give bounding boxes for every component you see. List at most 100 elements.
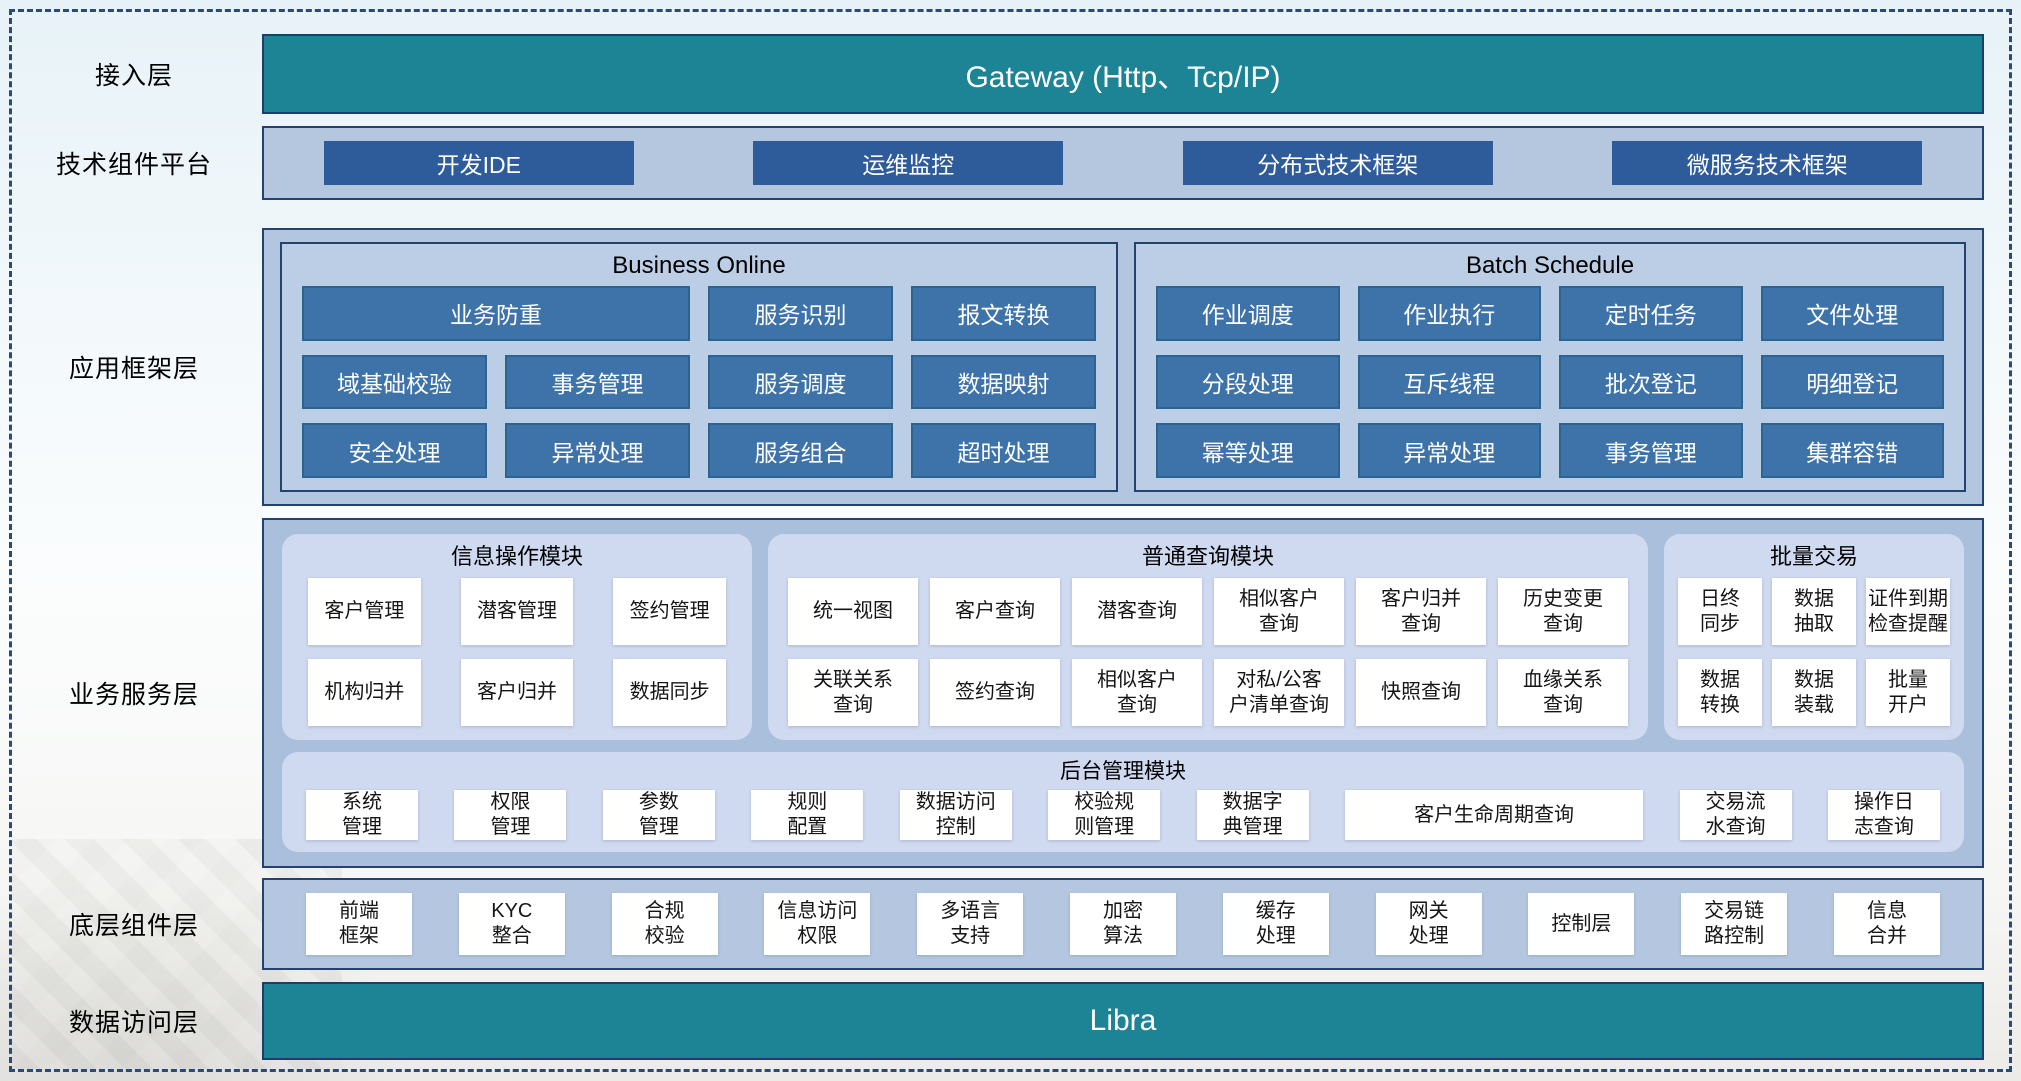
batch-module-grid: 日终 同步 数据 抽取 证件到期 检查提醒 数据 转换 数据 装载 批量 开户 [1678, 578, 1950, 726]
app-framework-band: Business Online 业务防重 服务识别 报文转换 域基础校验 事务管… [262, 228, 1984, 506]
tech-item: 运维监控 [753, 141, 1064, 185]
admin-module-panel: 后台管理模块 系统 管理 权限 管理 参数 管理 规则 配置 数据访问 控制 校… [282, 752, 1964, 852]
layer-label-data-access: 数据访问层 [68, 1009, 199, 1037]
layer-label-base-components: 底层组件层 [68, 912, 199, 940]
service-item: 关联关系 查询 [788, 659, 918, 726]
framework-item: 超时处理 [911, 423, 1096, 478]
service-item: 数据 抽取 [1772, 578, 1856, 645]
libra-title: Libra [1089, 1004, 1157, 1037]
tech-item: 分布式技术框架 [1182, 141, 1493, 185]
admin-module-row: 系统 管理 权限 管理 参数 管理 规则 配置 数据访问 控制 校验规 则管理 … [306, 790, 1940, 840]
layer-label-app-framework: 应用框架层 [68, 355, 199, 383]
component-item: 信息 合并 [1833, 893, 1940, 955]
service-item: 对私/公客 户清单查询 [1214, 659, 1344, 726]
framework-item: 分段处理 [1156, 354, 1340, 410]
service-item: 证件到期 检查提醒 [1866, 578, 1950, 645]
component-item: 交易链 路控制 [1681, 893, 1788, 955]
service-item: 机构归并 [308, 659, 421, 726]
service-item: 相似客户 查询 [1214, 578, 1344, 645]
framework-item: 数据映射 [911, 354, 1096, 410]
service-item: 批量 开户 [1866, 659, 1950, 726]
libra-bar: Libra [262, 982, 1984, 1060]
component-item: 网关 处理 [1375, 893, 1482, 955]
component-item: 加密 算法 [1069, 893, 1176, 955]
framework-item: 报文转换 [911, 286, 1096, 341]
admin-module-title: 后台管理模块 [1060, 760, 1186, 783]
service-item: 操作日 志查询 [1827, 790, 1940, 840]
component-item: 前端 框架 [306, 893, 412, 955]
service-item: 数据 装载 [1772, 659, 1856, 726]
query-module-title: 普通查询模块 [1141, 544, 1274, 569]
info-module-panel: 信息操作模块 客户管理 潜客管理 签约管理 机构归并 客户归并 数据同步 [282, 534, 752, 740]
service-item: 潜客管理 [460, 578, 574, 645]
business-online-title: Business Online [612, 252, 786, 279]
service-item: 快照查询 [1356, 659, 1486, 726]
service-item: 数据 转换 [1678, 659, 1762, 726]
service-item: 数据字 典管理 [1196, 790, 1309, 840]
framework-item: 异常处理 [1357, 423, 1541, 478]
query-module-panel: 普通查询模块 统一视图 客户查询 潜客查询 相似客户 查询 客户归并 查询 历史… [768, 534, 1648, 740]
framework-item: 安全处理 [302, 423, 487, 478]
service-item: 权限 管理 [454, 790, 567, 840]
gateway-title: Gateway (Http、Tcp/IP) [965, 61, 1281, 94]
framework-item: 明细登记 [1760, 354, 1944, 410]
service-item: 签约查询 [930, 659, 1060, 726]
framework-item: 事务管理 [505, 354, 690, 410]
component-item: 信息访问 权限 [764, 893, 871, 955]
query-module-grid: 统一视图 客户查询 潜客查询 相似客户 查询 客户归并 查询 历史变更 查询 关… [788, 578, 1628, 726]
tech-platform-band: 开发IDE 运维监控 分布式技术框架 微服务技术框架 [262, 126, 1984, 200]
component-item: 缓存 处理 [1222, 893, 1329, 955]
batch-module-panel: 批量交易 日终 同步 数据 抽取 证件到期 检查提醒 数据 转换 数据 装载 批… [1664, 534, 1964, 740]
service-item: 统一视图 [788, 578, 918, 645]
framework-item: 互斥线程 [1357, 354, 1541, 410]
business-online-grid: 业务防重 服务识别 报文转换 域基础校验 事务管理 服务调度 数据映射 安全处理… [302, 286, 1096, 478]
batch-schedule-grid: 作业调度 作业执行 定时任务 文件处理 分段处理 互斥线程 批次登记 明细登记 … [1156, 286, 1944, 478]
service-item: 参数 管理 [602, 790, 715, 840]
service-item: 数据同步 [613, 659, 726, 726]
gateway-bar: Gateway (Http、Tcp/IP) [262, 34, 1984, 114]
component-item: KYC 整合 [458, 893, 565, 955]
info-module-grid: 客户管理 潜客管理 签约管理 机构归并 客户归并 数据同步 [302, 578, 732, 726]
service-item: 客户查询 [930, 578, 1060, 645]
framework-item: 集群容错 [1760, 423, 1944, 478]
service-item: 交易流 水查询 [1679, 790, 1792, 840]
service-item: 历史变更 查询 [1498, 578, 1628, 645]
framework-item: 服务调度 [708, 354, 893, 410]
tech-item: 微服务技术框架 [1612, 141, 1923, 185]
layer-label-business-service: 业务服务层 [68, 681, 199, 709]
business-online-panel: Business Online 业务防重 服务识别 报文转换 域基础校验 事务管… [280, 242, 1118, 492]
dashed-border [9, 9, 2012, 1072]
info-module-title: 信息操作模块 [450, 544, 583, 569]
service-item: 数据访问 控制 [899, 790, 1012, 840]
batch-module-title: 批量交易 [1769, 544, 1858, 569]
layer-label-access: 接入层 [94, 62, 173, 90]
framework-item: 幂等处理 [1156, 423, 1340, 478]
service-item: 日终 同步 [1678, 578, 1762, 645]
service-item: 潜客查询 [1072, 578, 1202, 645]
component-item: 合规 校验 [611, 893, 718, 955]
framework-item: 业务防重 [302, 286, 690, 341]
service-item: 客户归并 [460, 659, 574, 726]
service-item: 客户管理 [308, 578, 421, 645]
framework-item: 批次登记 [1559, 354, 1743, 410]
batch-schedule-panel: Batch Schedule 作业调度 作业执行 定时任务 文件处理 分段处理 … [1134, 242, 1966, 492]
layer-label-tech-platform: 技术组件平台 [55, 151, 212, 179]
framework-item: 作业调度 [1156, 286, 1340, 341]
service-item: 客户生命周期查询 [1345, 790, 1644, 840]
framework-item: 定时任务 [1559, 286, 1743, 341]
framework-item: 异常处理 [505, 423, 690, 478]
service-item: 签约管理 [613, 578, 726, 645]
service-item: 客户归并 查询 [1356, 578, 1486, 645]
service-item: 系统 管理 [306, 790, 418, 840]
component-item: 多语言 支持 [917, 893, 1024, 955]
base-components-band: 前端 框架 KYC 整合 合规 校验 信息访问 权限 多语言 支持 加密 算法 … [262, 878, 1984, 970]
component-item: 控制层 [1528, 893, 1635, 955]
framework-item: 作业执行 [1357, 286, 1541, 341]
framework-item: 文件处理 [1760, 286, 1944, 341]
service-item: 规则 配置 [751, 790, 864, 840]
service-item: 校验规 则管理 [1048, 790, 1161, 840]
framework-item: 事务管理 [1559, 423, 1743, 478]
service-item: 相似客户 查询 [1072, 659, 1202, 726]
framework-item: 服务识别 [708, 286, 893, 341]
